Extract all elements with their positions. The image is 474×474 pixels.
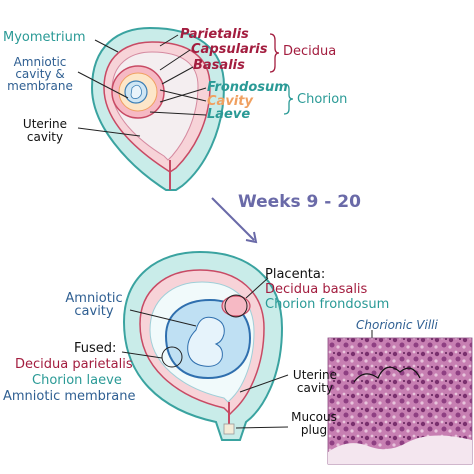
amniotic-membrane-label: Amniotic membrane bbox=[3, 389, 136, 404]
amniotic-bottom-line-1: Amniotic bbox=[65, 291, 123, 306]
placenta-disc bbox=[221, 295, 251, 317]
decidua-label: Decidua bbox=[283, 44, 337, 59]
top-leader-lines bbox=[77, 34, 207, 137]
capsularis-label: Capsularis bbox=[191, 42, 268, 57]
basalis-label: Basalis bbox=[193, 58, 245, 73]
mucous-line-2: plug bbox=[300, 423, 328, 437]
amniotic-bottom-line-2: cavity bbox=[74, 304, 114, 319]
amniotic-cavity-label-bottom: Amniotic cavity bbox=[57, 292, 131, 318]
amniotic-cavity-membrane-label: Amniotic cavity & membrane bbox=[3, 56, 77, 92]
chorionic-villi-micrograph bbox=[327, 337, 473, 465]
later-uterus-illustration bbox=[122, 250, 284, 441]
transition-arrowhead bbox=[245, 231, 258, 244]
placenta-highlight bbox=[224, 294, 248, 318]
uterine-line-1: Uterine bbox=[22, 117, 68, 131]
early-embryo bbox=[130, 84, 142, 99]
amniotic-line-2: cavity & bbox=[15, 67, 65, 81]
fused-membranes-highlight bbox=[161, 346, 183, 368]
uterine-bottom-line-1: Uterine bbox=[292, 368, 338, 382]
placenta-label: Placenta: bbox=[265, 267, 326, 282]
amniotic-line-1: Amniotic bbox=[13, 55, 67, 69]
cavity-label: Cavity bbox=[207, 94, 253, 109]
decidua-brace bbox=[269, 33, 280, 73]
decidua-parietalis-label: Decidua parietalis bbox=[15, 357, 133, 372]
parietalis-label: Parietalis bbox=[180, 27, 249, 42]
decidua-basalis-label: Decidua basalis bbox=[265, 282, 368, 297]
uterine-bottom-line-2: cavity bbox=[296, 381, 334, 395]
fused-label: Fused: bbox=[74, 341, 117, 356]
villus-outline bbox=[353, 366, 421, 383]
mucous-plug-label: Mucous plug bbox=[286, 411, 342, 437]
fetus bbox=[187, 316, 225, 367]
mucous-plug-shape bbox=[223, 423, 235, 435]
uterine-line-2: cavity bbox=[26, 130, 64, 144]
uterine-cavity-label-bottom: Uterine cavity bbox=[286, 369, 344, 395]
chorion-brace bbox=[283, 83, 294, 115]
weeks-label: Weeks 9 - 20 bbox=[238, 192, 361, 212]
mucous-line-1: Mucous bbox=[291, 410, 337, 424]
amniotic-line-3: membrane bbox=[7, 79, 73, 93]
chorion-laeve-label: Chorion laeve bbox=[32, 373, 122, 388]
myometrium-label: Myometrium bbox=[3, 30, 86, 45]
chorion-frondosum-label: Chorion frondosum bbox=[265, 297, 390, 312]
frondosum-label: Frondosum bbox=[207, 80, 288, 95]
laeve-label: Laeve bbox=[207, 107, 251, 122]
transition-arrow bbox=[211, 197, 255, 241]
chorion-label: Chorion bbox=[297, 92, 348, 107]
uterine-cavity-label-top: Uterine cavity bbox=[14, 118, 76, 144]
chorionic-villi-label: Chorionic Villi bbox=[356, 318, 438, 332]
